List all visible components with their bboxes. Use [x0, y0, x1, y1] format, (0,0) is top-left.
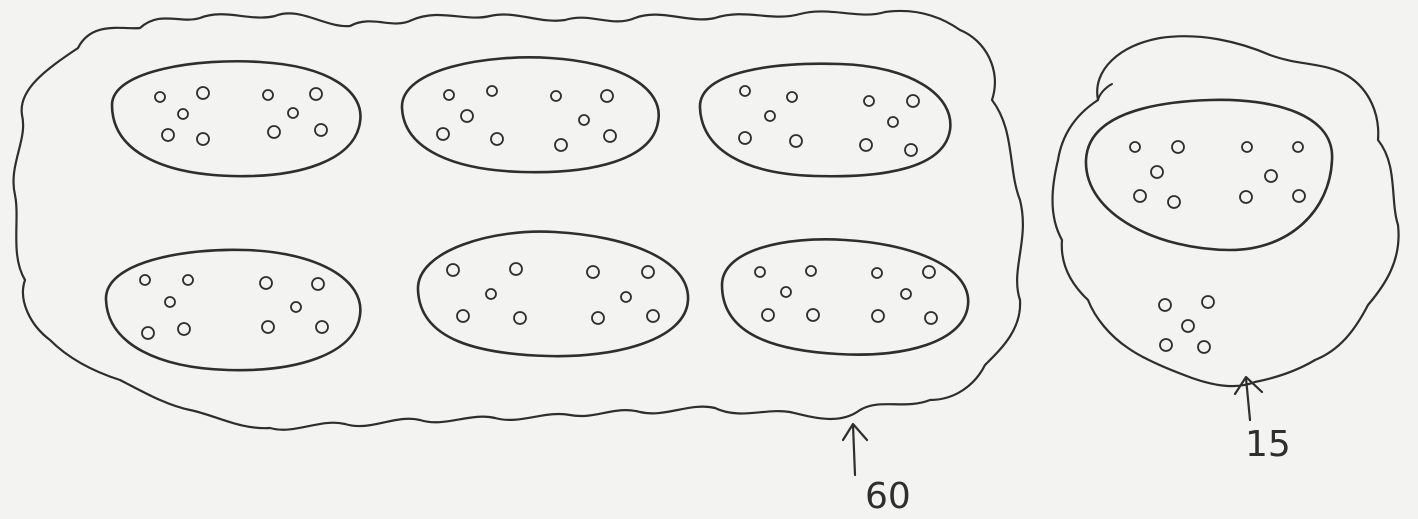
- loose-dots: [1158, 295, 1215, 354]
- small-group-outline: [1051, 35, 1400, 388]
- set-outline: [110, 59, 362, 178]
- set-outline: [104, 248, 362, 372]
- large-group-outline: [12, 9, 1024, 431]
- arrow-up-icon: [841, 422, 869, 477]
- dot-cluster: [139, 274, 329, 340]
- set-of-ten: [104, 248, 362, 372]
- small-group-label: 15: [1245, 424, 1291, 465]
- set-outline: [698, 62, 952, 178]
- large-group-label: 60: [865, 476, 911, 517]
- dot-cluster: [1129, 140, 1306, 209]
- set-of-ten: [416, 230, 690, 358]
- set-of-ten: [720, 238, 970, 356]
- set-outline: [720, 238, 970, 356]
- dot-cluster: [446, 262, 660, 325]
- arrow-up-icon: [1233, 375, 1264, 422]
- dot-cluster: [738, 85, 920, 157]
- set-outline: [1084, 98, 1334, 252]
- outline-flourish: [1097, 83, 1113, 101]
- set-outline: [400, 56, 660, 174]
- set-of-ten: [110, 59, 362, 178]
- small-group-set: [1084, 98, 1334, 354]
- set-outline: [416, 230, 690, 358]
- set-of-ten: [698, 62, 952, 178]
- dot-cluster: [754, 265, 938, 325]
- large-group-sets: [104, 56, 970, 372]
- dot-cluster: [436, 85, 617, 152]
- dot-cluster: [154, 86, 328, 146]
- set-of-ten: [400, 56, 660, 174]
- set-of-ten: [1084, 98, 1334, 252]
